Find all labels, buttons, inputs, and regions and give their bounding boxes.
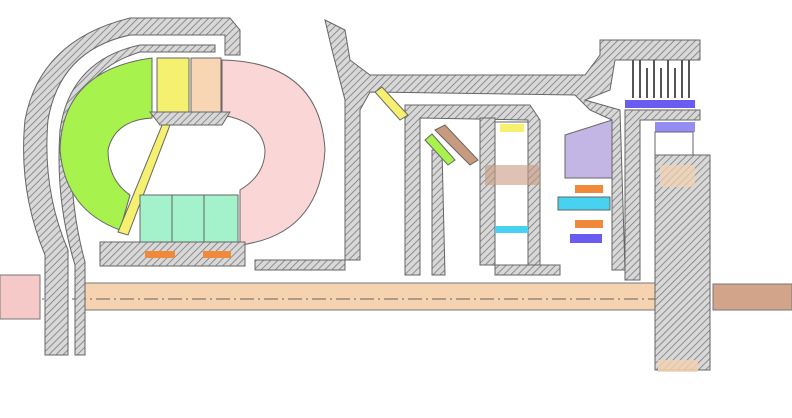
clutch-plates [632, 60, 690, 98]
guide-vane-yellow [156, 57, 190, 114]
slanted-band-green [424, 133, 456, 166]
output-drum [624, 109, 701, 281]
orange-bearing-2 [575, 220, 603, 228]
core-ring [148, 111, 231, 126]
pump-wheel [221, 59, 326, 246]
cyan-bearing-1 [495, 226, 528, 233]
slanted-band-brown [434, 124, 479, 166]
bearing-pillar [431, 149, 446, 276]
planet-pin-1 [485, 165, 540, 185]
output-shaft-stub [712, 283, 792, 311]
orange-bearing-1 [575, 185, 603, 193]
guide-vane-peach [190, 57, 222, 114]
input-shaft-stub [0, 274, 41, 320]
turbine-wheel [59, 57, 153, 231]
stator-block-1 [139, 194, 173, 243]
blue-bearing [570, 234, 602, 243]
output-gear [654, 154, 711, 371]
main-shaft [84, 282, 711, 311]
planet-carrier-yellow [500, 124, 524, 132]
purple-ring [564, 119, 613, 179]
ring-gear-housing [479, 117, 561, 276]
output-gear-hub-highlight [660, 165, 695, 187]
stator-block-2 [171, 194, 205, 243]
bearing-right [203, 251, 231, 258]
blue-clutch-band [625, 100, 695, 108]
converter-housing [23, 17, 241, 356]
cyan-bearing-2 [557, 196, 611, 211]
output-gear-base [658, 360, 698, 372]
bearing-left [145, 251, 175, 258]
slanted-band-yellow [374, 86, 409, 121]
purple-clutch-ring [655, 122, 695, 132]
stator-block-3 [203, 194, 239, 243]
